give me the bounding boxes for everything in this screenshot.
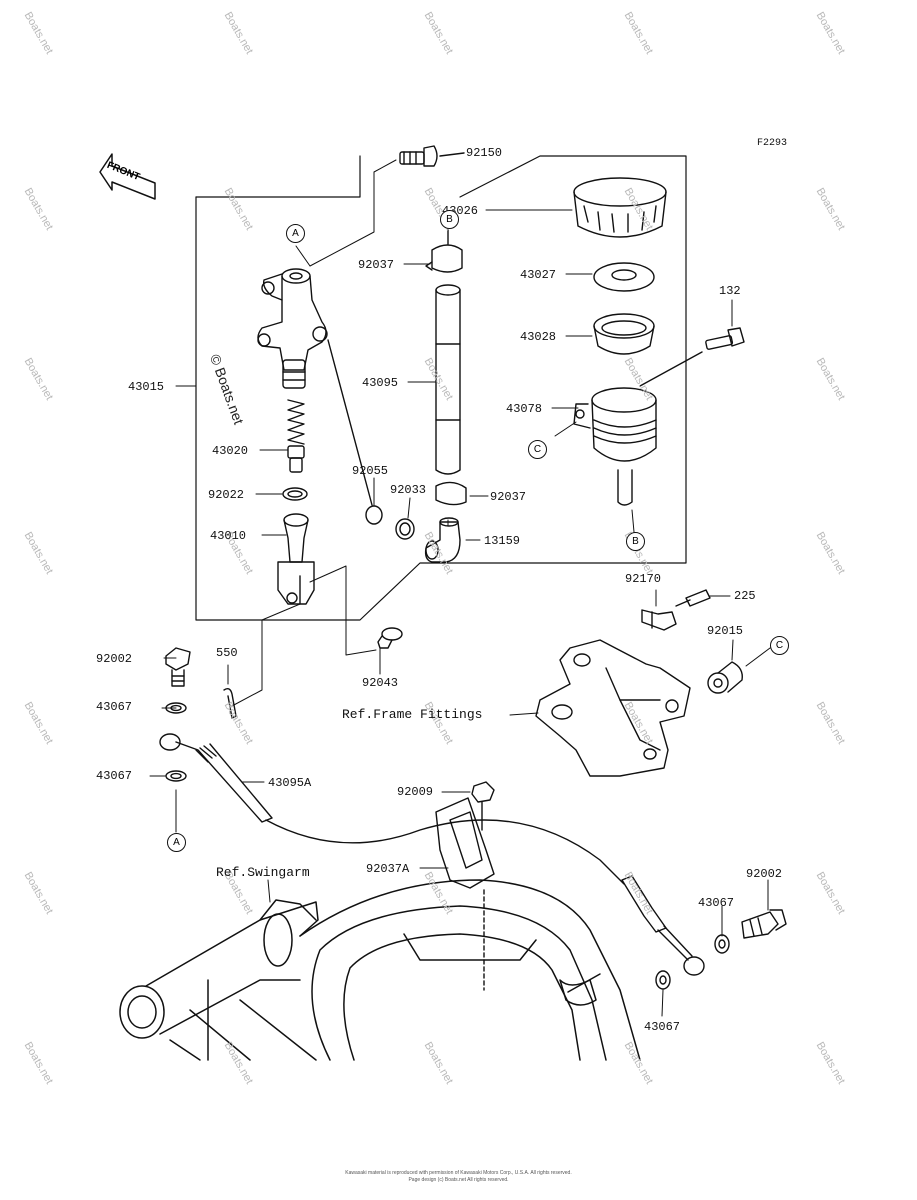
part-label-43095a[interactable]: 43095A [268,776,312,790]
part-label-43095[interactable]: 43095 [362,376,399,390]
bolt-132 [639,327,745,387]
part-label-92009[interactable]: 92009 [397,785,434,799]
part-label-132[interactable]: 132 [719,284,741,298]
bolt-92002-left [165,647,191,687]
part-label-92033[interactable]: 92033 [390,483,427,497]
clamp-92037-lower [435,481,467,506]
pin-92043 [377,627,403,649]
part-label-92022[interactable]: 92022 [208,488,245,502]
swingarm [119,879,641,1061]
part-label-92150[interactable]: 92150 [466,146,503,160]
washer-43067-lower-right [655,970,671,990]
part-label-43027[interactable]: 43027 [520,268,557,282]
footer-line-1: Kawasaki material is reproduced with per… [345,1170,572,1176]
cotter-pin-550 [223,687,237,719]
part-label-92170[interactable]: 92170 [625,572,662,586]
washer-43067-upper-left [165,702,187,714]
ref-frame-fittings[interactable]: Ref.Frame Fittings [342,707,483,722]
part-label-92043[interactable]: 92043 [362,676,399,690]
part-label-550[interactable]: 550 [216,646,238,660]
bolt-92002-right [741,909,787,939]
diagram-code: F2293 [757,138,788,149]
part-label-92055[interactable]: 92055 [352,464,389,478]
circlip-92033 [395,518,415,540]
diaphragm-plate-43027 [593,262,655,292]
callout-a: A [286,224,305,243]
fitting-13159 [424,517,461,563]
bracket-92170 [641,609,677,631]
reservoir-43078 [573,387,657,506]
master-cylinder-body [257,268,328,389]
part-label-225[interactable]: 225 [734,589,756,603]
clamp-92037-upper [425,229,463,273]
part-label-92037[interactable]: 92037 [490,490,527,504]
pushrod-43010 [277,513,315,605]
hose-43095 [435,284,461,475]
front-arrow-icon [99,153,156,200]
frame-fitting-bracket [535,639,691,777]
washer-92022 [282,487,308,501]
callout-c: C [528,440,547,459]
part-label-92015[interactable]: 92015 [707,624,744,638]
callout-b: B [440,210,459,229]
reservoir-cap-43026 [573,177,667,238]
part-label-43067[interactable]: 43067 [96,769,133,783]
diaphragm-43028 [593,313,655,355]
washer-43067-lower-left [165,770,187,782]
part-label-43067[interactable]: 43067 [698,896,735,910]
part-label-43020[interactable]: 43020 [212,444,249,458]
part-label-92002[interactable]: 92002 [746,867,783,881]
leader-lines [149,209,771,1017]
brake-hose-43095a [159,733,705,976]
part-label-43028[interactable]: 43028 [520,330,557,344]
callout-c: C [770,636,789,655]
part-label-92002[interactable]: 92002 [96,652,133,666]
bolt-92150 [399,145,465,167]
ref-swingarm[interactable]: Ref.Swingarm [216,865,310,880]
part-label-92037[interactable]: 92037 [358,258,395,272]
callout-b: B [626,532,645,551]
bolt-92009 [471,781,495,831]
part-label-13159[interactable]: 13159 [484,534,521,548]
connection-lines [175,159,397,833]
part-label-43078[interactable]: 43078 [506,402,543,416]
part-label-43067[interactable]: 43067 [96,700,133,714]
part-label-92037a[interactable]: 92037A [366,862,410,876]
washer-43067-upper-right [714,934,730,954]
spring-43020 [287,399,305,473]
assembly-boundary [195,155,687,621]
footer-line-2: Page design (c) Boats.net All rights res… [408,1177,509,1183]
part-label-43015[interactable]: 43015 [128,380,165,394]
callout-a: A [167,833,186,852]
bolt-225 [675,589,711,607]
guide-92037a [435,797,495,991]
collar-92015 [707,661,743,694]
part-label-43067[interactable]: 43067 [644,1020,681,1034]
part-label-43010[interactable]: 43010 [210,529,247,543]
